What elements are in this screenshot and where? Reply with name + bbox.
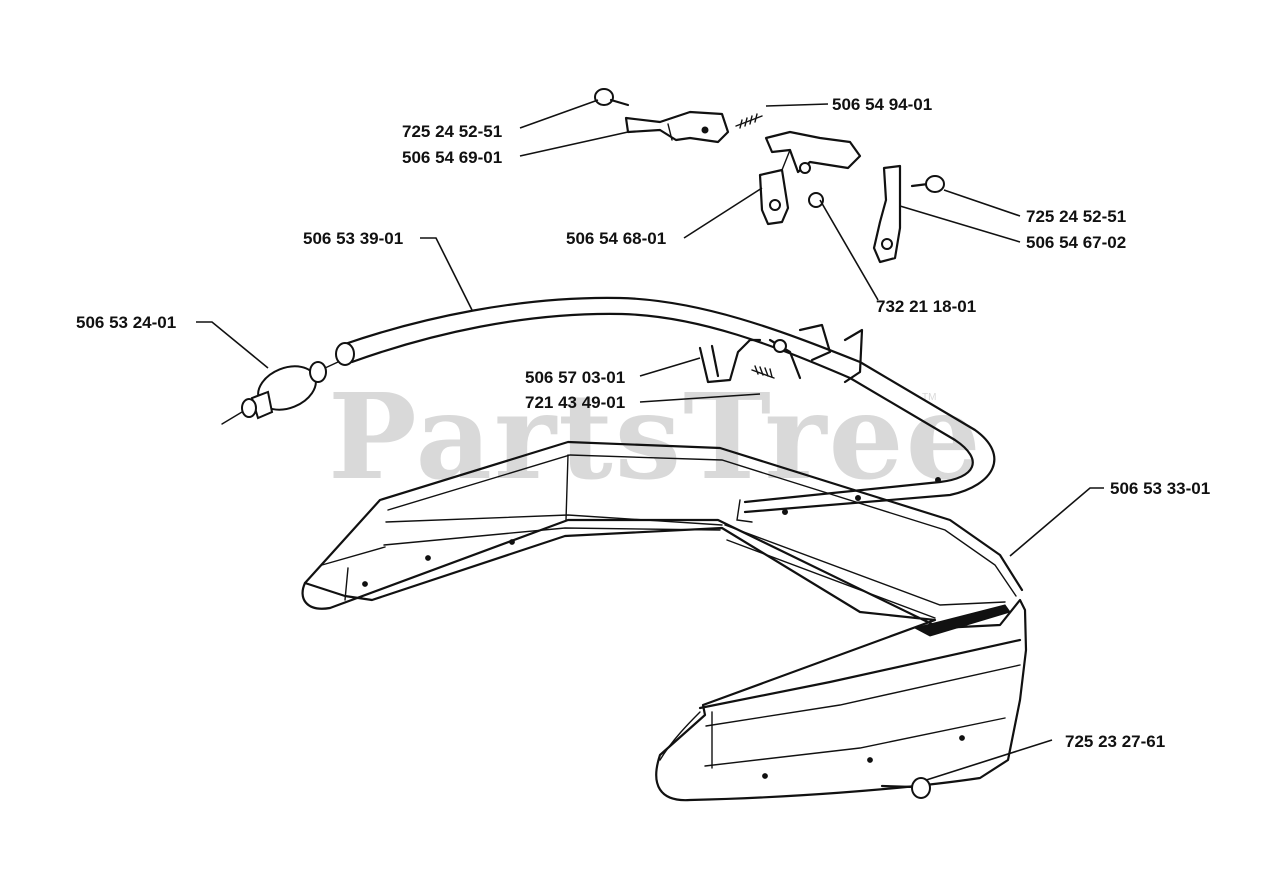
label-frame-506-53-33-01: 506 53 33-01	[1110, 479, 1210, 498]
label-bracket-506-54-68-01: 506 54 68-01	[566, 229, 666, 248]
throttle-clip-part	[698, 338, 775, 384]
watermark-tm: TM	[922, 392, 936, 403]
bracket-assembly-part	[594, 88, 945, 264]
label-spring-506-54-94-01: 506 54 94-01	[832, 95, 932, 114]
label-tube-506-53-39-01: 506 53 39-01	[303, 229, 403, 248]
label-bolt-725-23-27-61: 725 23 27-61	[1065, 732, 1165, 751]
label-nut-732-21-18-01: 732 21 18-01	[876, 297, 976, 316]
label-primer-506-53-24-01: 506 53 24-01	[76, 313, 176, 332]
frame-guard-part	[301, 440, 1028, 802]
label-bracket-506-54-67-02: 506 54 67-02	[1026, 233, 1126, 252]
label-screw-725-24-52-51-right: 725 24 52-51	[1026, 207, 1126, 226]
part-labels: 506 54 94-01 725 24 52-51 506 54 69-01 7…	[76, 95, 1210, 751]
label-screw-725-24-52-51-top: 725 24 52-51	[402, 122, 502, 141]
handle-tube-part	[335, 296, 996, 523]
primer-bulb-part	[221, 361, 339, 425]
label-clip-506-57-03-01: 506 57 03-01	[525, 368, 625, 387]
label-spring-721-43-49-01: 721 43 49-01	[525, 393, 625, 412]
leader-lines	[196, 99, 1104, 783]
bolt-bottom-part	[880, 777, 931, 799]
label-bracket-506-54-69-01: 506 54 69-01	[402, 148, 502, 167]
